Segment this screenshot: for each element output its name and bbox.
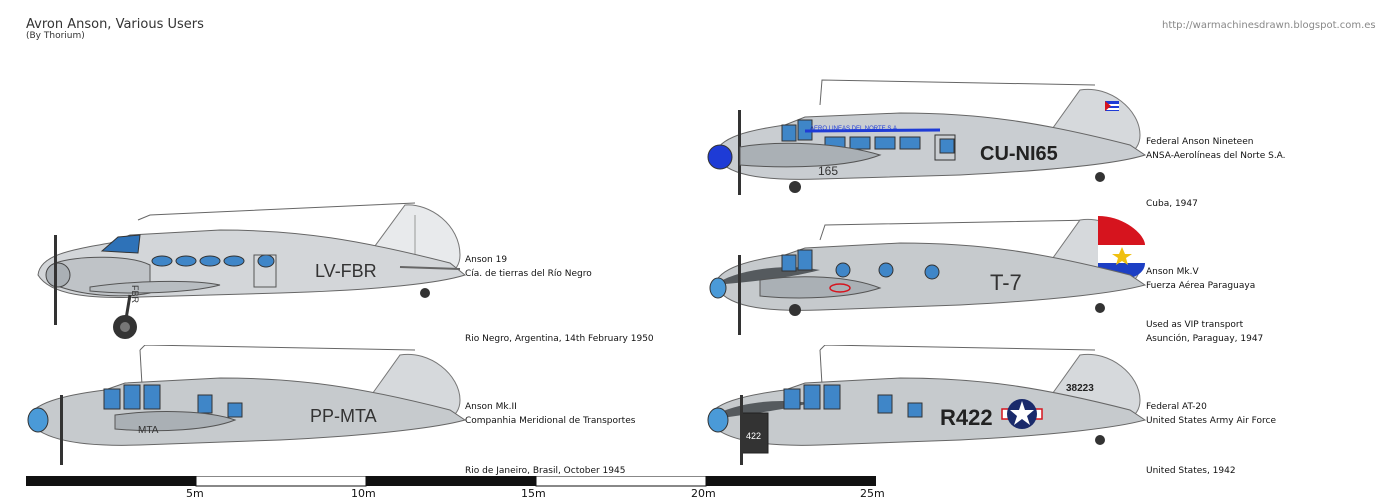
caption-line: ANSA-Aerolíneas del Norte S.A. (1146, 151, 1286, 161)
plane-cu-n165: AERO LINEAS DEL NORTE S.A. CU-NI65 165 (707, 79, 1147, 195)
registration-pp-mta: PP-MTA (310, 406, 377, 426)
caption-line: Anson Mk.II (465, 402, 517, 412)
location-cu-n165: Cuba, 1947 (1146, 199, 1198, 209)
scale-label-5m: 5m (186, 487, 204, 500)
scale-bar (26, 476, 876, 487)
caption-line: Federal Anson Nineteen (1146, 137, 1254, 147)
caption-line: Federal AT-20 (1146, 402, 1207, 412)
caption-cu-n165: Federal Anson Nineteen ANSA-Aerolíneas d… (1146, 135, 1286, 163)
nose-code-mta: MTA (138, 425, 159, 436)
caption-t7: Anson Mk.V Fuerza Aérea Paraguaya (1146, 265, 1255, 293)
location-t7: Used as VIP transport Asunción, Paraguay… (1146, 318, 1263, 346)
location-lv-fbr: Rio Negro, Argentina, 14th February 1950 (465, 334, 654, 344)
cuba-flag-icon (1105, 101, 1119, 111)
plane-t7: T-7 (709, 216, 1147, 335)
location-line: Asunción, Paraguay, 1947 (1146, 334, 1264, 344)
registration-r422: R422 (940, 405, 993, 430)
serial-38223: 38223 (1066, 383, 1094, 394)
source-url[interactable]: http://warmachinesdrawn.blogspot.com.es (1162, 20, 1376, 31)
scale-label-20m: 20m (691, 487, 716, 500)
caption-line: United States Army Air Force (1146, 416, 1277, 426)
location-r422: United States, 1942 (1146, 466, 1236, 476)
registration-cu-n165: CU-NI65 (980, 143, 1058, 165)
caption-r422: Federal AT-20 United States Army Air For… (1146, 400, 1276, 428)
registration-t7: T-7 (990, 270, 1022, 295)
plane-lv-fbr: LV-FBR FBR (37, 202, 467, 339)
plane-r422: R422 38223 422 (707, 345, 1147, 465)
scale-label-15m: 15m (521, 487, 546, 500)
caption-line: Anson 19 (465, 255, 508, 265)
registration-lv-fbr: LV-FBR (315, 261, 377, 281)
location-pp-mta: Rio de Janeiro, Brasil, October 1945 (465, 466, 626, 476)
scale-label-10m: 10m (351, 487, 376, 500)
location-line: Used as VIP transport (1146, 320, 1244, 330)
caption-pp-mta: Anson Mk.II Companhia Meridional de Tran… (465, 400, 635, 428)
airline-text: AERO LINEAS DEL NORTE S.A. (810, 126, 899, 132)
nose-code-422: 422 (746, 431, 761, 441)
usaaf-roundel-icon (1001, 399, 1043, 429)
caption-line: Fuerza Aérea Paraguaya (1146, 281, 1256, 291)
scale-label-25m: 25m (860, 487, 885, 500)
caption-lv-fbr: Anson 19 Cía. de tierras del Río Negro (465, 253, 592, 281)
caption-line: Companhia Meridional de Transportes (465, 416, 636, 426)
caption-line: Anson Mk.V (1146, 267, 1199, 277)
plane-pp-mta: PP-MTA MTA (27, 345, 467, 465)
nose-code-165: 165 (818, 164, 838, 178)
nose-code-fbr: FBR (130, 285, 140, 304)
page-title: Avron Anson, Various Users (26, 17, 204, 32)
caption-line: Cía. de tierras del Río Negro (465, 269, 592, 279)
page-subtitle: (By Thorium) (26, 31, 85, 41)
